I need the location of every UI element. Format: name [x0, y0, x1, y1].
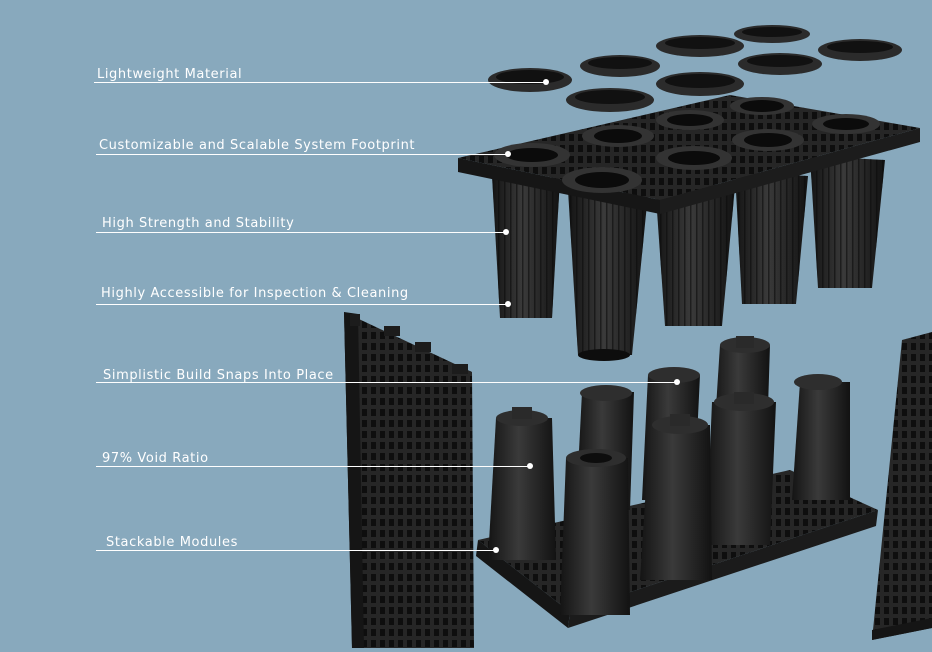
- leader-dot: [505, 301, 511, 307]
- leader-line: [96, 382, 677, 383]
- callout-label: 97% Void Ratio: [102, 451, 209, 466]
- left-side-panel: [344, 312, 474, 648]
- leader-line: [96, 550, 496, 551]
- leader-line: [96, 232, 506, 233]
- leader-dot: [543, 79, 549, 85]
- leader-dot: [493, 547, 499, 553]
- callout-label: Stackable Modules: [106, 535, 238, 550]
- cap-plates: [488, 25, 902, 112]
- right-side-panel: [872, 332, 932, 640]
- leader-dot: [505, 151, 511, 157]
- leader-line: [94, 82, 546, 83]
- leader-line: [96, 154, 508, 155]
- callout-label: High Strength and Stability: [102, 216, 295, 231]
- leader-dot: [527, 463, 533, 469]
- leader-dot: [503, 229, 509, 235]
- leader-line: [96, 304, 508, 305]
- upper-module-columns: [492, 156, 885, 361]
- callout-label: Highly Accessible for Inspection & Clean…: [101, 286, 409, 301]
- callout-label: Customizable and Scalable System Footpri…: [99, 138, 416, 153]
- callout-label: Lightweight Material: [97, 67, 243, 82]
- callout-label: Simplistic Build Snaps Into Place: [103, 368, 334, 383]
- leader-line: [96, 466, 530, 467]
- upper-module-deck: [458, 95, 920, 214]
- lower-module-columns: [488, 336, 850, 615]
- leader-dot: [674, 379, 680, 385]
